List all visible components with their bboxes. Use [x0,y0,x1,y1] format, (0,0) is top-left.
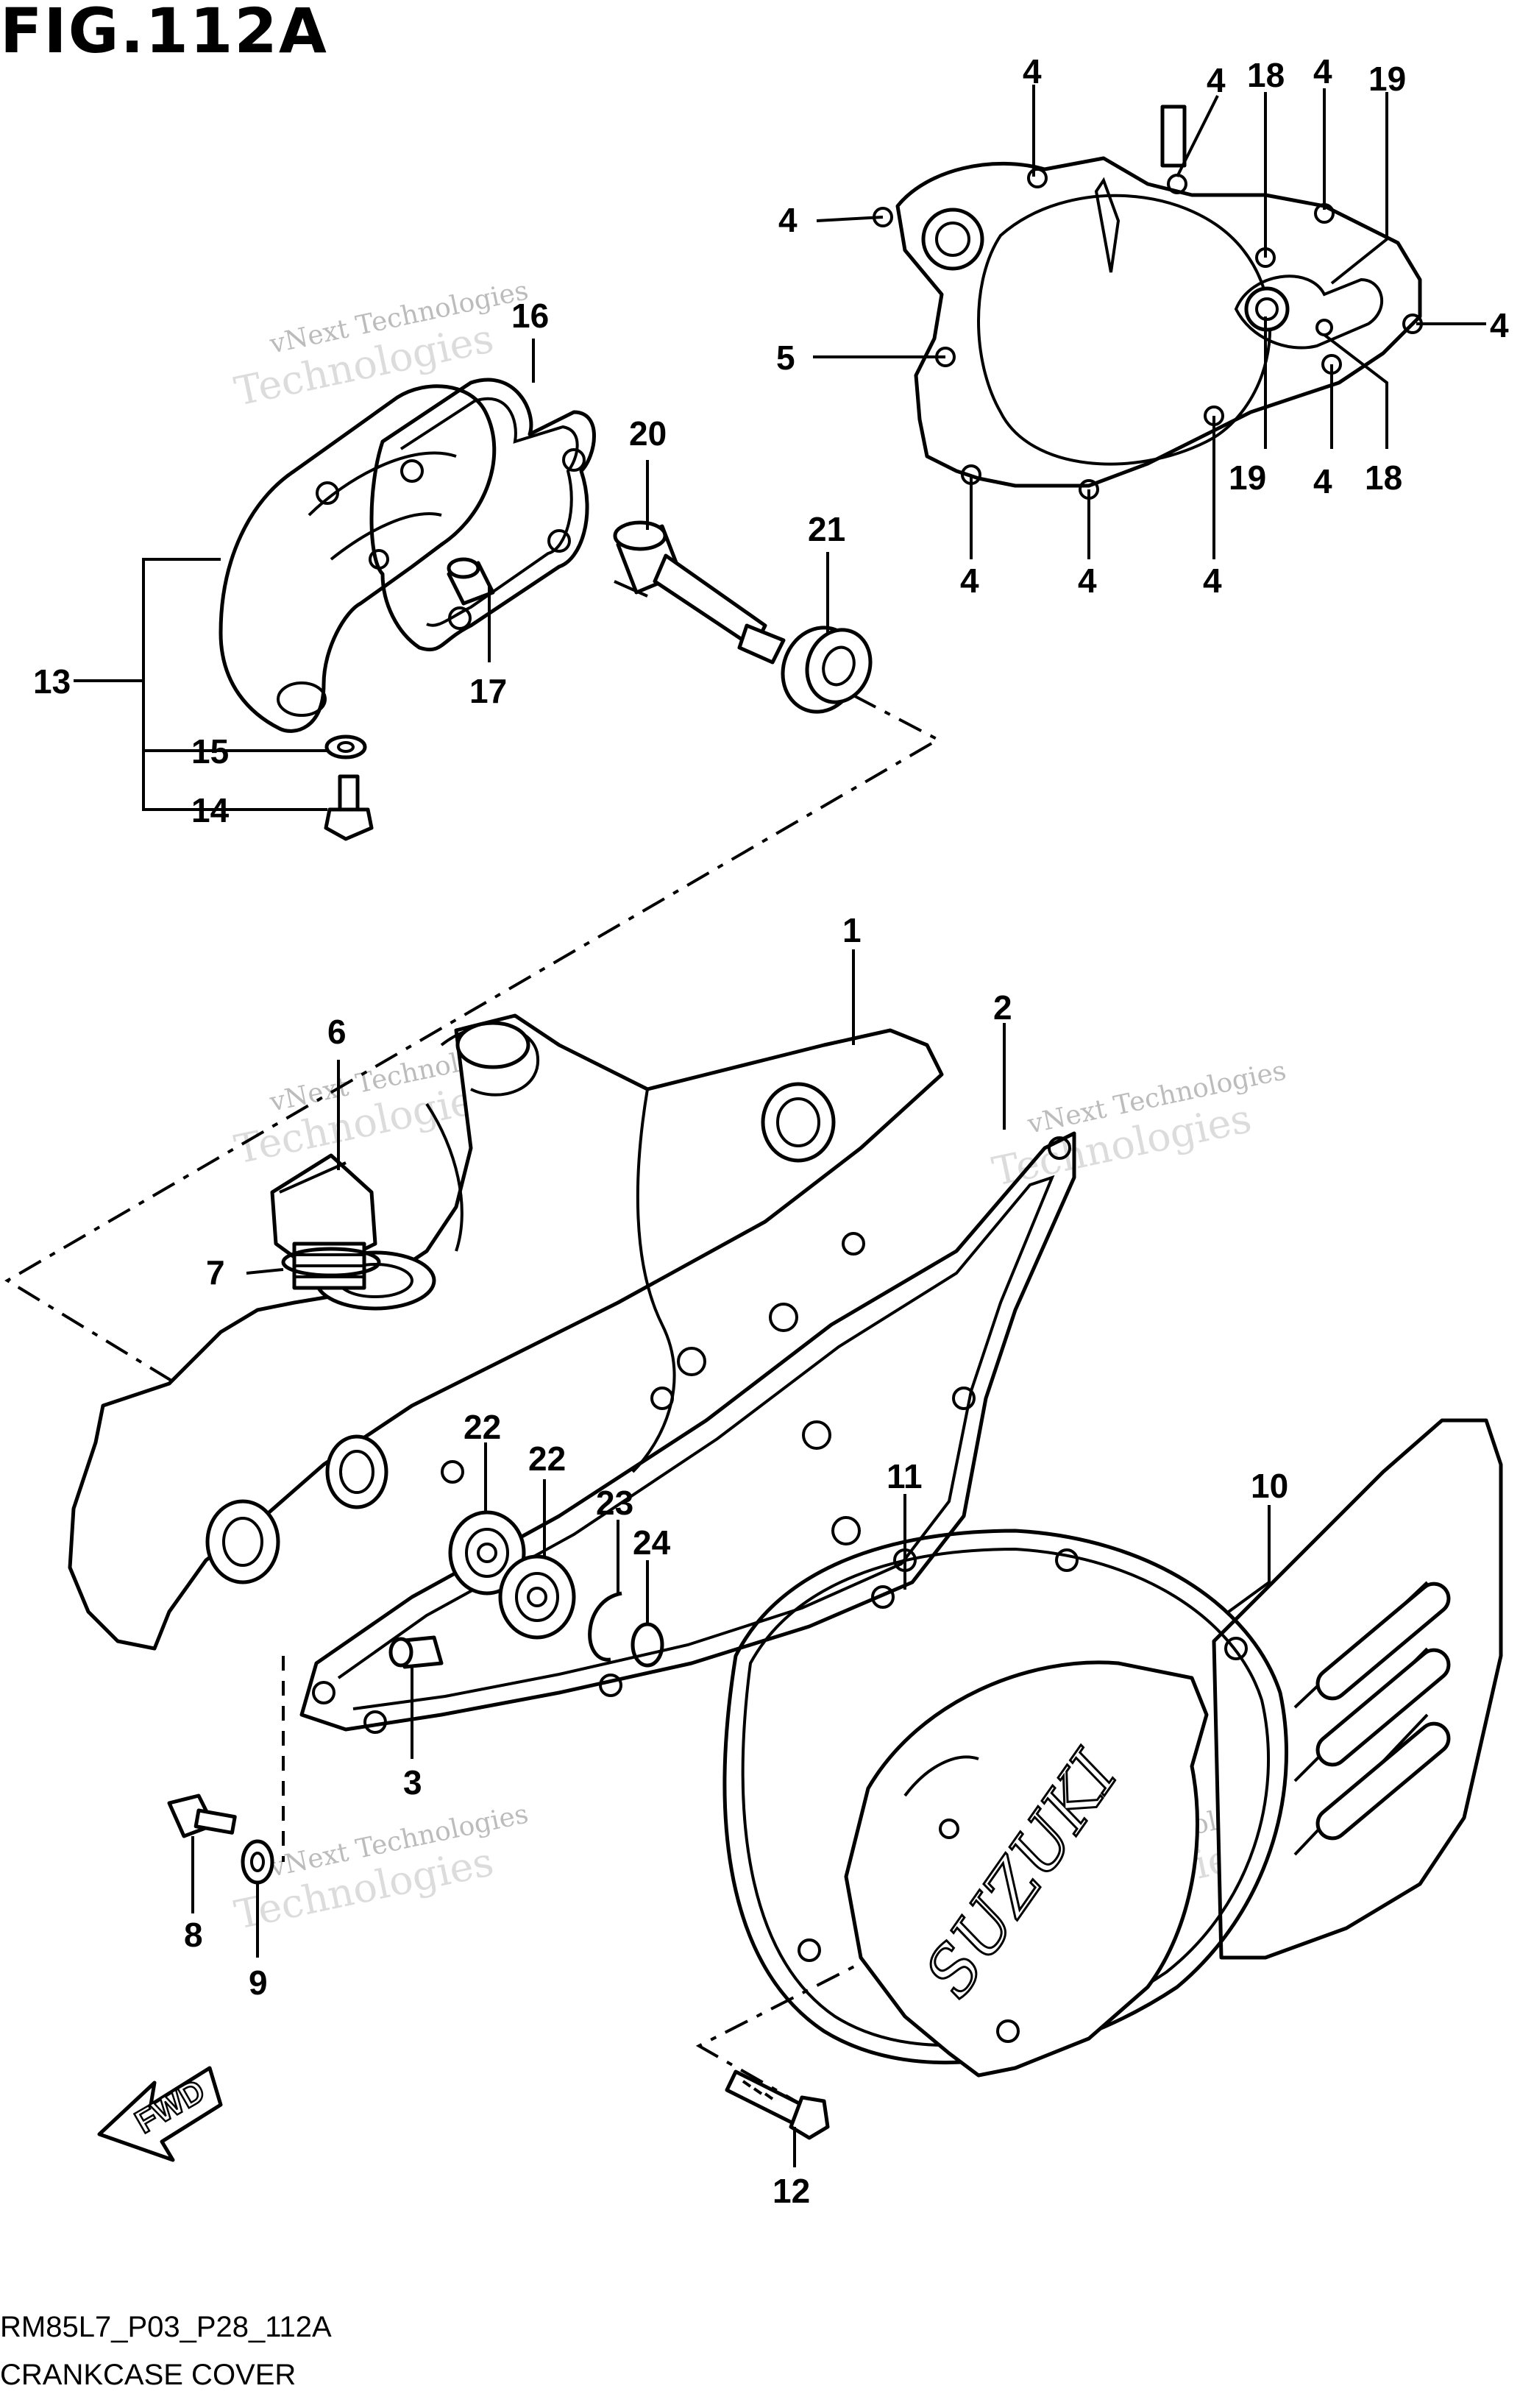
callout-4: 4 [1313,52,1332,91]
callout-16: 16 [511,297,549,335]
callout-11: 11 [887,1457,923,1495]
part-21-oil-seal [781,626,873,714]
callout-4: 4 [1078,562,1097,600]
callout-4: 4 [1313,462,1332,500]
callout-22: 22 [464,1408,501,1446]
part-13-water-pump-cover [219,384,497,733]
watermark: vNext Technologies Technologies [988,1055,1288,1195]
callout-4: 4 [1023,52,1042,91]
callout-4: 4 [960,562,979,600]
callout-8: 8 [184,1916,203,1954]
callout-19: 19 [1368,60,1406,98]
callout-6: 6 [327,1013,347,1051]
callout-9: 9 [249,1963,268,2002]
part-6-oil-filler-cap [270,1153,377,1290]
part-16-gasket [369,378,596,652]
callout-18: 18 [1365,458,1402,497]
callout-23: 23 [596,1484,633,1522]
part-15-washer [324,734,367,759]
callout-15: 15 [191,732,229,771]
figure-caption: CRANKCASE COVER [0,2359,296,2391]
part-1-crankcase-cover [68,1013,944,1651]
callout-21: 21 [808,510,845,548]
part-20-impeller-shaft [613,520,786,665]
callout-18: 18 [1247,56,1285,94]
callout-4: 4 [1207,61,1226,99]
part-7-o-ring [281,1247,381,1278]
part-9-washer [241,1839,274,1885]
callout-4: 4 [1203,562,1222,600]
callout-10: 10 [1251,1467,1288,1505]
callout-22: 22 [528,1440,566,1478]
part-22-bearing [498,1554,576,1640]
callout-2: 2 [993,988,1012,1027]
callout-5: 5 [776,339,795,377]
part-3-dowel-pin [388,1635,444,1669]
callout-labels: 4 4 18 4 19 4 4 5 19 4 18 4 4 4 16 20 21… [33,52,1509,2210]
callout-24: 24 [633,1523,671,1562]
figure-code: RM85L7_P03_P28_112A [0,2311,332,2343]
part-8-bolt [167,1793,237,1838]
part-17-dowel-pin [447,557,495,606]
callout-20: 20 [629,414,667,453]
assembly-line [4,694,942,1466]
watermark: vNext Technologies Technologies [230,275,530,415]
part-23-circlip [588,1591,622,1662]
right-cover-gasket [873,105,1423,500]
callout-4: 4 [1490,306,1509,344]
callout-1: 1 [842,911,862,949]
forward-arrow-icon: FWD [97,2066,223,2162]
callout-14: 14 [191,791,230,829]
part-24-o-ring [631,1622,664,1668]
part-11-cover-gasket [722,1529,1288,2065]
callout-17: 17 [469,672,507,710]
callout-4: 4 [778,201,798,239]
callout-3: 3 [403,1763,422,1802]
leader-lines [74,85,1486,2167]
part-10-cover [1212,1418,1503,1960]
figure-title: FIG.112A [0,0,328,67]
part-12-bolt [725,2069,830,2140]
callout-13: 13 [33,662,71,701]
callout-7: 7 [206,1253,225,1292]
callout-19: 19 [1229,458,1266,497]
part-14-bolt [324,774,374,841]
clutch-cover: SUZUKI [844,1660,1209,2078]
callout-12: 12 [773,2172,810,2210]
